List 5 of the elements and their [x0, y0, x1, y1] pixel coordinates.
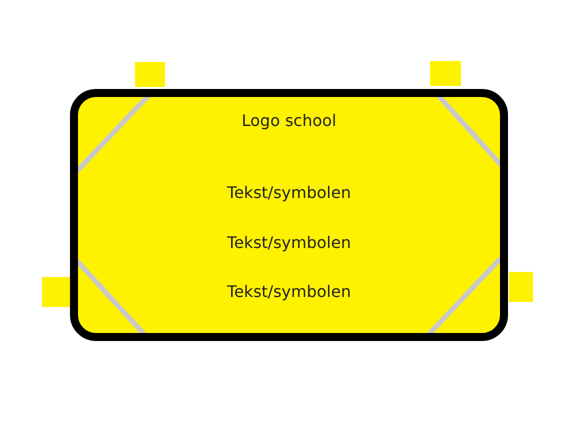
- heading-text: Logo school: [242, 111, 336, 130]
- sign-text: Tekst/symbolen: [227, 183, 351, 202]
- sign-board: [70, 89, 508, 341]
- sign-text: Tekst/symbolen: [227, 282, 351, 301]
- sign-text: Tekst/symbolen: [227, 233, 351, 252]
